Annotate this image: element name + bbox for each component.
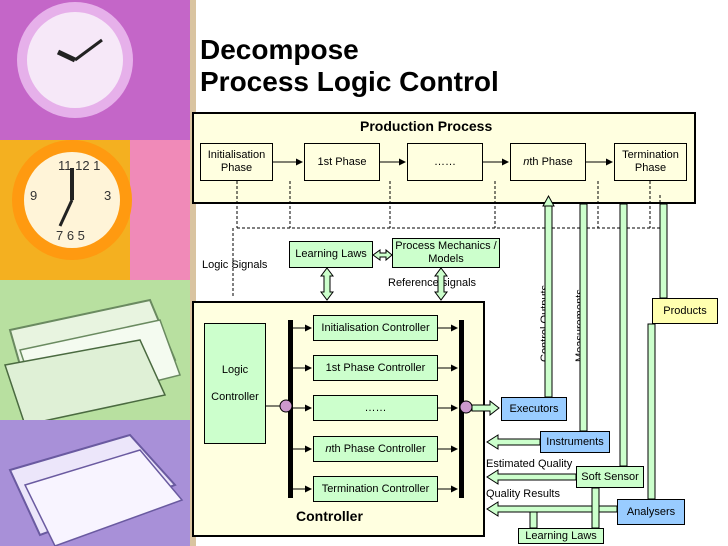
phase-ellipsis-box: …… bbox=[407, 143, 483, 181]
divider-strip bbox=[190, 0, 196, 546]
collage-image: 11 12 1 9 3 7 6 5 bbox=[0, 0, 190, 546]
svg-text:11 12 1: 11 12 1 bbox=[58, 158, 100, 173]
feedback-arrows bbox=[471, 399, 618, 529]
learning-laws-box: Learning Laws bbox=[289, 241, 373, 268]
svg-text:7 6 5: 7 6 5 bbox=[56, 228, 85, 243]
analysers-label: Analysers bbox=[626, 505, 676, 518]
logic-controller-box: Logic Controller bbox=[204, 323, 266, 444]
termination-phase-box: Termination Phase bbox=[614, 143, 687, 181]
svg-text:9: 9 bbox=[30, 188, 37, 203]
reference-signals-label: Reference signals bbox=[388, 277, 477, 289]
executors-label: Executors bbox=[509, 402, 559, 415]
instruments-box: Instruments bbox=[540, 431, 610, 453]
instruments-label: Instruments bbox=[546, 435, 604, 448]
first-phase-label: 1st Phase bbox=[317, 155, 367, 168]
svg-text:3: 3 bbox=[104, 188, 111, 203]
title-line-1: Decompose bbox=[200, 34, 359, 65]
decorative-collage: 11 12 1 9 3 7 6 5 bbox=[0, 0, 190, 546]
first-phase-box: 1st Phase bbox=[304, 143, 380, 181]
process-models-label: Process Mechanics / Models bbox=[395, 240, 497, 265]
title-line-2: Process Logic Control bbox=[200, 66, 499, 97]
initialisation-controller-label: Initialisation Controller bbox=[321, 321, 430, 334]
left-node bbox=[279, 399, 293, 413]
bottom-learning-laws-box: Learning Laws bbox=[518, 528, 604, 544]
executors-box: Executors bbox=[501, 397, 567, 421]
process-models-box: Process Mechanics / Models bbox=[392, 238, 500, 268]
logic-signal-dashes bbox=[232, 181, 661, 298]
products-label: Products bbox=[663, 304, 707, 317]
initialisation-controller-box: Initialisation Controller bbox=[313, 315, 438, 341]
nth-phase-label: nth Phase bbox=[523, 155, 573, 168]
double-arrows bbox=[320, 248, 448, 301]
controller-ellipsis-label: …… bbox=[364, 401, 387, 414]
nth-phase-controller-label: nth Phase Controller bbox=[325, 442, 426, 455]
first-phase-controller-box: 1st Phase Controller bbox=[313, 355, 438, 381]
nth-phase-controller-box: nth Phase Controller bbox=[313, 436, 438, 462]
nth-phase-box: nth Phase bbox=[510, 143, 586, 181]
phase-ellipsis-label: …… bbox=[434, 155, 456, 168]
slide-title: Decompose Process Logic Control bbox=[200, 34, 499, 98]
estimated-quality-label: Estimated Quality bbox=[486, 458, 573, 470]
controller-heading: Controller bbox=[296, 508, 363, 524]
termination-phase-label: Termination Phase bbox=[622, 149, 679, 174]
controller-arrows bbox=[293, 324, 458, 493]
initialisation-phase-box: Initialisation Phase bbox=[200, 143, 273, 181]
termination-controller-label: Termination Controller bbox=[321, 482, 430, 495]
soft-sensor-label: Soft Sensor bbox=[581, 470, 639, 483]
first-phase-controller-label: 1st Phase Controller bbox=[325, 361, 426, 374]
vertical-flows bbox=[542, 194, 668, 500]
right-node bbox=[459, 400, 473, 414]
controller-ellipsis-box: …… bbox=[313, 395, 438, 421]
production-process-heading: Production Process bbox=[360, 118, 493, 134]
termination-controller-box: Termination Controller bbox=[313, 476, 438, 502]
logic-controller-label-2: Controller bbox=[211, 390, 259, 403]
logic-controller-label-1: Logic bbox=[221, 363, 249, 376]
products-box: Products bbox=[652, 298, 718, 324]
quality-results-label: Quality Results bbox=[486, 488, 560, 500]
bottom-learning-laws-label: Learning Laws bbox=[525, 529, 597, 542]
learning-laws-label: Learning Laws bbox=[295, 248, 367, 260]
logic-signals-label: Logic Signals bbox=[202, 259, 268, 271]
initialisation-phase-label: Initialisation Phase bbox=[207, 149, 266, 174]
analysers-box: Analysers bbox=[617, 499, 685, 525]
